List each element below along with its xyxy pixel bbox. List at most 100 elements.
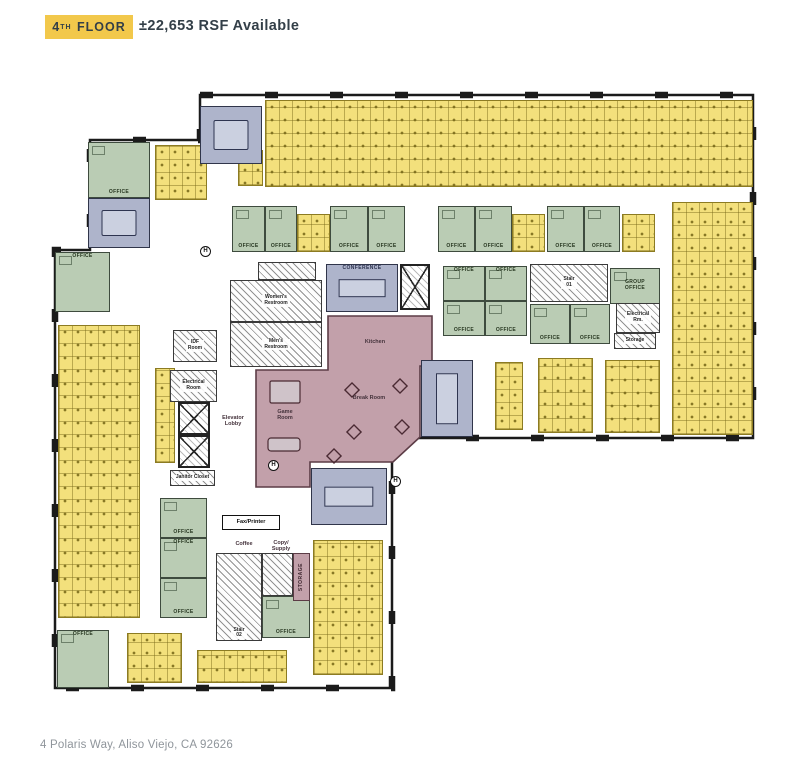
elevator-lobby-label: Elevator Lobby (204, 410, 262, 432)
conference-south-table (324, 486, 374, 507)
fax-printer-label: Fax/Printer (236, 519, 266, 526)
office-block-1: OFFICE (443, 266, 485, 301)
conference-nw-table (213, 120, 249, 150)
office-row2-2-label: OFFICE (270, 243, 292, 250)
idf-room-label: IDF Room (185, 339, 205, 352)
conference-east-table (436, 372, 458, 425)
office-stack-2: OFFICE (160, 538, 207, 578)
open-bay-3 (622, 214, 655, 252)
kitchen-label-label: Kitchen (364, 338, 386, 345)
office-block-4-label: OFFICE (495, 327, 517, 334)
office-block-3-label: OFFICE (453, 327, 475, 334)
conference-south (311, 468, 387, 525)
electrical-room: Electrical Room (170, 370, 217, 402)
open-strip-elevators (155, 368, 175, 463)
elevator-lobby-label-label: Elevator Lobby (222, 414, 244, 427)
fax-printer: Fax/Printer (222, 515, 280, 530)
stair-01: Stair 01 (530, 264, 608, 302)
marker-h-2-label: H (271, 462, 276, 469)
elevator-2 (178, 435, 210, 468)
office-row2-1-label: OFFICE (238, 243, 259, 250)
office-row2-3: OFFICE (330, 206, 368, 252)
electrical-room-label: Electrical Room (180, 379, 207, 392)
office-block-1-label: OFFICE (453, 267, 475, 273)
office-nw: OFFICE (88, 142, 150, 198)
office-stack-1: OFFICE (160, 498, 207, 538)
office-block-4: OFFICE (485, 301, 527, 336)
womens-restroom-label: Women's Restroom (262, 294, 290, 307)
office-below-stair-1-label: OFFICE (539, 335, 561, 342)
open-bay-1 (297, 214, 330, 252)
copy-supply-label-label: Copy/ Supply (271, 539, 291, 552)
kitchen-label: Kitchen (348, 336, 402, 348)
elevator-1 (178, 402, 210, 435)
office-stack-1-label: OFFICE (173, 529, 194, 536)
open-cluster-south (313, 540, 383, 675)
office-row2-3-label: OFFICE (338, 243, 360, 250)
office-row2-8-label: OFFICE (591, 243, 613, 250)
open-bay-topleft (155, 145, 207, 200)
restroom-vestibule (258, 262, 316, 280)
open-area-left (58, 325, 140, 618)
electrical-rm-east-label: Electrical Rm. (624, 311, 652, 324)
office-row2-5: OFFICE (438, 206, 475, 252)
address-text: 4 Polaris Way, Aliso Viejo, CA 92626 (40, 739, 234, 751)
office-row2-1: OFFICE (232, 206, 265, 252)
office-stack-3-label: OFFICE (173, 609, 194, 616)
game-room-label: Game Room (262, 405, 308, 425)
office-stack-3: OFFICE (160, 578, 207, 618)
office-nw-label: OFFICE (108, 189, 130, 196)
office-below-stair-1: OFFICE (530, 304, 570, 344)
office-sw-corner: OFFICE (57, 630, 109, 688)
office-row2-5-label: OFFICE (446, 243, 467, 250)
open-area-top (265, 100, 753, 187)
office-row2-6: OFFICE (475, 206, 512, 252)
office-row2-2: OFFICE (265, 206, 297, 252)
marker-h-3: H (390, 476, 401, 487)
conference-west (88, 198, 150, 248)
marker-h-1: H (200, 246, 211, 257)
break-room-tables (325, 377, 411, 465)
availability-text: ±22,653 RSF Available (139, 18, 300, 34)
office-south-label: OFFICE (275, 629, 297, 636)
office-row2-4-label: OFFICE (376, 243, 397, 250)
coffee-label-label: Coffee (235, 540, 253, 547)
open-bay-2 (512, 214, 545, 252)
office-sw-corner-label: OFFICE (72, 631, 94, 637)
office-stack-2-label: OFFICE (173, 539, 194, 545)
office-west: OFFICE (55, 252, 110, 312)
open-cluster-bottom-2 (197, 650, 287, 683)
group-office-label: GROUP OFFICE (624, 279, 646, 291)
conference-main-table (338, 279, 386, 297)
window-mullions (51, 91, 757, 692)
group-office: GROUP OFFICE (610, 268, 660, 304)
open-area-right (672, 202, 753, 435)
stair-02-label: Stair 02 (231, 626, 247, 639)
storage-east: Storage (614, 333, 656, 349)
office-block-2-label: OFFICE (495, 267, 517, 273)
office-block-2: OFFICE (485, 266, 527, 301)
open-cluster-mid-3 (605, 360, 660, 433)
open-cluster-mid-1 (495, 362, 523, 430)
office-row2-7-label: OFFICE (555, 243, 576, 250)
open-cluster-bottom-1 (127, 633, 182, 683)
marker-h-3-label: H (393, 478, 398, 485)
floor-suffix: TH (60, 23, 72, 31)
stair-02-vestibule (262, 553, 293, 596)
game-room-tables (267, 380, 301, 452)
office-row2-7: OFFICE (547, 206, 584, 252)
conference-main-label: CONFERENCE (342, 265, 382, 271)
marker-h-2: H (268, 460, 279, 471)
stair-01-label: Stair 01 (561, 276, 577, 289)
office-below-stair-2: OFFICE (570, 304, 610, 344)
office-row2-6-label: OFFICE (483, 243, 504, 250)
break-room-label: Break Room (338, 392, 400, 404)
coffee-label: Coffee (224, 538, 264, 550)
storage-east-label: Storage (623, 337, 647, 344)
office-row2-8: OFFICE (584, 206, 620, 252)
office-below-stair-2-label: OFFICE (579, 335, 601, 342)
idf-room: IDF Room (173, 330, 217, 362)
conference-east (421, 360, 473, 437)
stair-02: Stair 02 (216, 553, 262, 641)
